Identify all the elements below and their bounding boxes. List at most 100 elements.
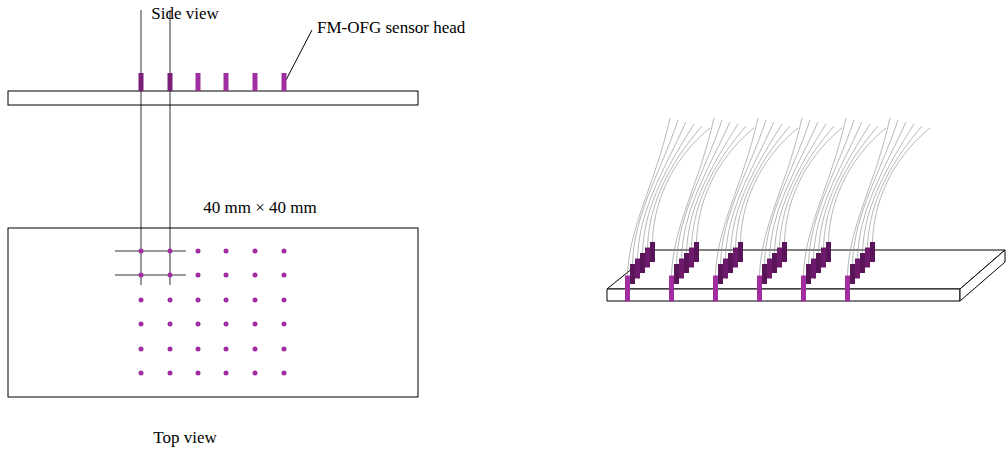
optical-fiber [819,124,871,253]
sensor-head [253,73,258,91]
optical-fiber [677,120,723,264]
sensor-head [821,248,826,268]
sensor-head [694,242,699,262]
sensor-head [738,242,743,262]
sensor-head [679,259,684,279]
sensor-dot [196,322,201,327]
sensor-head [782,242,787,262]
optical-fiber [682,122,731,259]
view-title: Top view [153,428,217,448]
sensor-dot [139,273,144,278]
sensor-dot [168,322,173,327]
sensor-dot [253,249,258,254]
top-plate [8,228,418,397]
sensor-dot [168,249,173,254]
sensor-head [224,73,229,91]
sensor-dot [168,371,173,376]
leader-line [286,30,312,80]
sensor-head [777,248,782,268]
sensor-dot [139,298,144,303]
optical-fiber [633,120,679,264]
sensor-dot [224,298,229,303]
sensor-dot [139,371,144,376]
sensor-dot [253,347,258,352]
sensor-head [282,73,287,91]
sensor-dot [196,273,201,278]
optical-fiber [716,118,759,276]
optical-fiber [643,124,695,253]
optical-fiber [760,118,803,276]
optical-fiber [809,120,855,264]
sensor-head [826,242,831,262]
sensor-head [635,259,640,279]
projection-line [115,251,186,252]
optical-fiber [628,118,671,276]
projection-line [115,275,186,276]
sensor-head [645,248,650,268]
optical-fiber [858,122,907,259]
dimension: 40 mm × 40 mm [203,198,316,218]
sensor-head [728,253,733,273]
sensor-head [168,73,173,91]
sensor-dot [196,347,201,352]
sensor-head [772,253,777,273]
sensor-dot [282,273,287,278]
optical-fiber [804,118,847,276]
optical-fiber [853,120,899,264]
view-title: Side view [151,4,219,24]
sensor-head [733,248,738,268]
sensor-dot [196,371,201,376]
sensor-dot [196,298,201,303]
sensor-dot [168,347,173,352]
optical-fiber [863,124,915,253]
optical-fiber [814,122,863,259]
sensor-dot [168,273,173,278]
sensor-dot [282,347,287,352]
optical-fiber [721,120,767,264]
sensor-head [767,259,772,279]
sensor-dot [253,273,258,278]
sensor-dot [224,322,229,327]
sensor-head [713,276,718,302]
optical-fiber [687,124,739,253]
sensor-head [196,73,201,91]
sensor-head [816,253,821,273]
sensor-head [625,276,630,302]
optical-fiber [672,118,715,276]
sensor-dot [253,298,258,303]
sensor-head [850,264,855,284]
projection-line [141,10,142,285]
sensor-head [762,264,767,284]
sensor-dot [253,371,258,376]
sensor-head [865,248,870,268]
sensor-head [855,259,860,279]
sensor-head [674,264,679,284]
sensor-dot [224,273,229,278]
sensor-dot [282,322,287,327]
sensor-head [860,253,865,273]
sensor-dot [168,298,173,303]
sensor-head [669,276,674,302]
sensor-head [630,264,635,284]
sensor-dot [139,322,144,327]
optical-fiber [770,122,819,259]
optical-fiber [726,122,775,259]
sensor-head [757,276,762,302]
sensor-dot [224,371,229,376]
sensor-head [689,248,694,268]
sensor-dot [196,249,201,254]
optical-fiber [638,122,687,259]
sensor-head [723,259,728,279]
sensor-head [870,242,875,262]
sensor-dot [139,347,144,352]
sensor-head [811,259,816,279]
sensor-dot [253,322,258,327]
sensor-head [139,73,144,91]
sensor-dot [282,298,287,303]
side-plate [8,91,418,105]
sensor-dot [224,249,229,254]
sensor-dot [282,371,287,376]
sensor-head [806,264,811,284]
sensor-dots [139,249,287,376]
